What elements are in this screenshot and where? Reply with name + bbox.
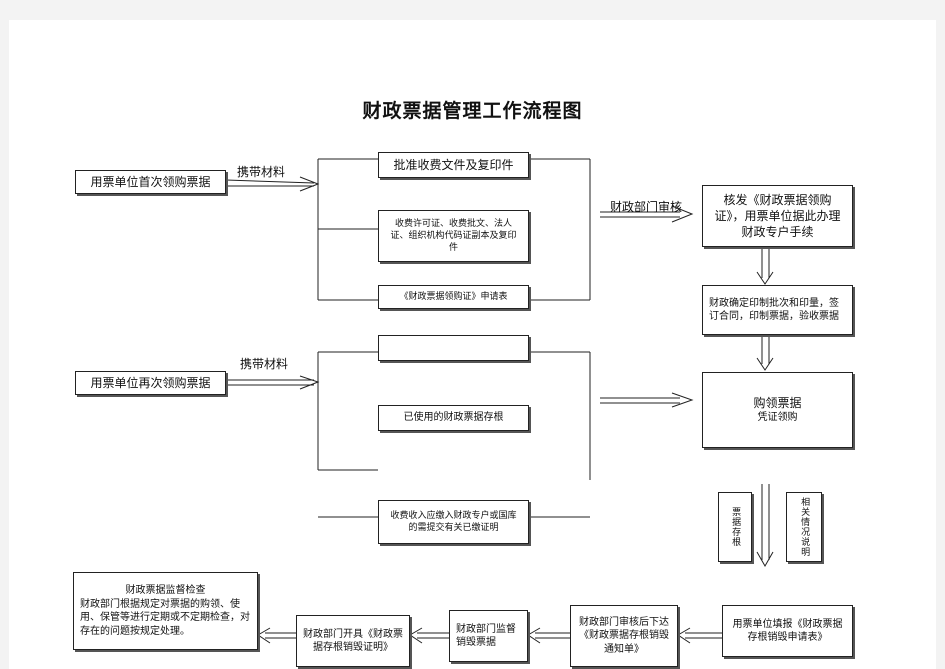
material-used-stubs-label: 已使用的财政票据存根	[403, 412, 504, 424]
arrowhead-first	[299, 176, 320, 192]
inspection-box: 财政票据监督检查 财政部门根据规定对票据的购领、使用、保管等进行定期或不定期检查…	[73, 572, 258, 650]
print-tickets-box: 财政确定印制批次和印量，签订合同，印制票据，验收票据	[702, 285, 853, 335]
destroy-notice-label: 财政部门审核后下达《财政票据存根销毁通知单》	[579, 616, 669, 655]
purchase-tickets-title: 购领票据	[753, 396, 802, 411]
first-purchase-source-box: 用票单位首次领购票据	[75, 170, 226, 194]
purchase-tickets-subtitle: 凭证领购	[757, 412, 798, 424]
first-carry-label: 携带材料	[237, 165, 286, 179]
second-carry-label: 携带材料	[240, 357, 289, 371]
arrowhead-second	[299, 375, 320, 390]
destroy-certificate-box: 财政部门开具《财政票据存根销毁证明》	[296, 615, 410, 667]
destroy-certificate-label: 财政部门开具《财政票据存根销毁证明》	[303, 628, 403, 654]
destroy-application-box: 用票单位填报《财政票据存根销毁申请表》	[722, 605, 853, 657]
repeat-purchase-source-label: 用票单位再次领购票据	[90, 375, 211, 390]
material-application-form-box: 《财政票据领购证》申请表	[378, 285, 529, 309]
material-used-stubs-box: 已使用的财政票据存根	[378, 405, 529, 431]
ticket-stubs-vertical-label: 票据存根	[730, 507, 741, 547]
material-payment-proof-box: 收费收入应缴入财政专户或国库的需提交有关已缴证明	[378, 500, 529, 544]
destroy-notice-box: 财政部门审核后下达《财政票据存根销毁通知单》	[570, 605, 678, 667]
material-payment-proof-label: 收费收入应缴入财政专户或国库的需提交有关已缴证明	[390, 510, 517, 533]
supervise-destroy-label: 财政部门监督销毁票据	[456, 623, 516, 649]
repeat-purchase-source-box: 用票单位再次领购票据	[75, 371, 226, 395]
inspection-title: 财政票据监督检查	[125, 585, 206, 596]
material-application-form-label: 《财政票据领购证》申请表	[399, 291, 508, 302]
supervise-destroy-box: 财政部门监督销毁票据	[449, 610, 528, 662]
material-licenses-box: 收费许可证、收费批文、法人证、组织机构代码证副本及复印件	[378, 210, 529, 262]
material-approval-doc-label: 批准收费文件及复印件	[393, 157, 514, 172]
review-label: 财政部门审核	[610, 200, 683, 214]
situation-note-vertical-label: 相关情况说明	[799, 497, 810, 557]
material-licenses-label: 收费许可证、收费批文、法人证、组织机构代码证副本及复印件	[390, 218, 517, 254]
destroy-application-label: 用票单位填报《财政票据存根销毁申请表》	[732, 618, 843, 644]
material-blank-box	[378, 335, 529, 361]
print-tickets-label: 财政确定印制批次和印量，签订合同，印制票据，验收票据	[709, 297, 839, 323]
issue-permit-box: 核发《财政票据领购证》，用票单位据此办理财政专户手续	[702, 185, 853, 247]
ticket-stubs-vertical-box: 票据存根	[718, 492, 752, 562]
page-title: 财政票据管理工作流程图	[362, 100, 583, 122]
issue-permit-label: 核发《财政票据领购证》，用票单位据此办理财政专户手续	[714, 192, 841, 240]
material-approval-doc-box: 批准收费文件及复印件	[378, 152, 529, 178]
first-purchase-source-label: 用票单位首次领购票据	[90, 174, 211, 189]
inspection-body: 财政部门根据规定对票据的购领、使用、保管等进行定期或不定期检查，对存在的问题按规…	[80, 598, 250, 637]
purchase-tickets-box: 购领票据 凭证领购	[702, 372, 853, 448]
situation-note-vertical-box: 相关情况说明	[786, 492, 822, 562]
arrow-first-to-bracket	[225, 179, 315, 184]
